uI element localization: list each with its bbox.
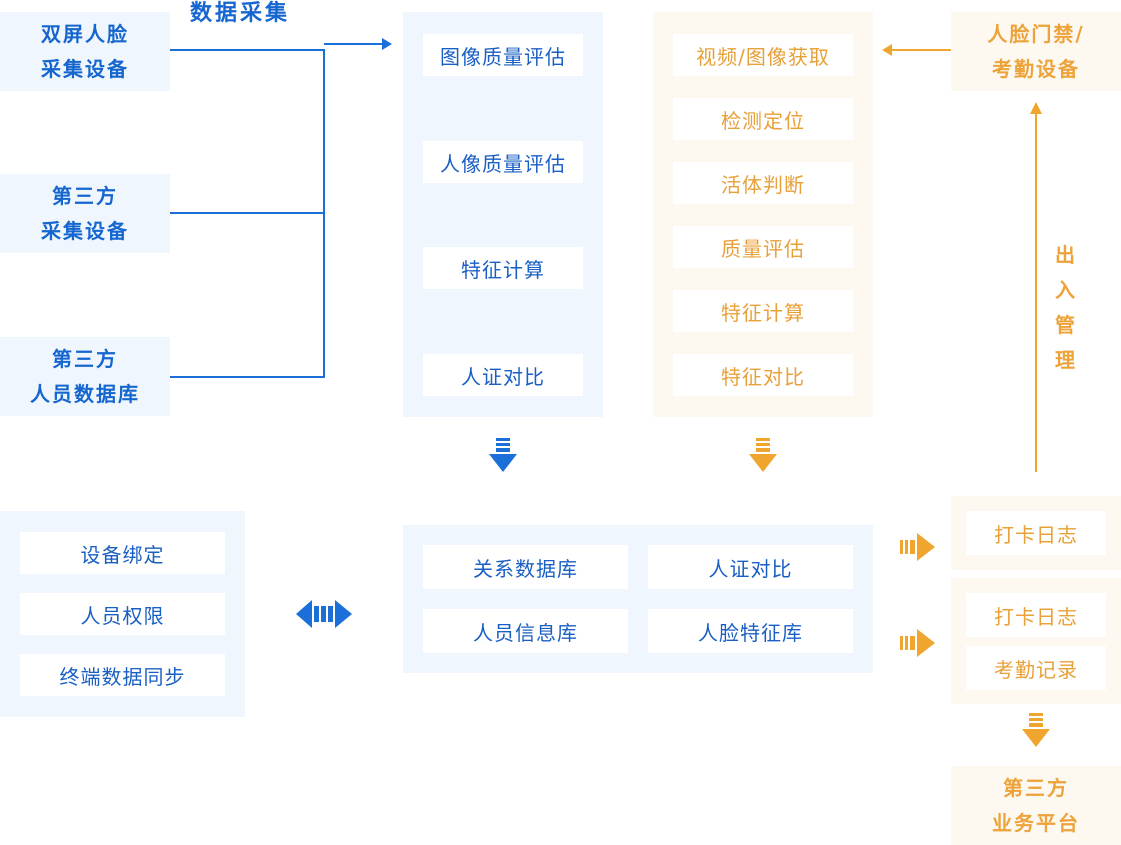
right-arrow-icon bbox=[900, 629, 935, 657]
access-mgmt-label: 出 入 管 理 bbox=[1053, 238, 1077, 378]
device-mgmt-item: 终端数据同步 bbox=[20, 654, 225, 696]
platform-line1: 第三方 bbox=[1003, 775, 1069, 800]
arrow-head-to-process bbox=[382, 38, 392, 50]
terminal-item: 活体判断 bbox=[673, 162, 853, 204]
third-party-platform: 第三方 业务平台 bbox=[951, 766, 1121, 845]
source-line1: 第三方 bbox=[52, 346, 118, 371]
access-mgmt-char: 管 bbox=[1055, 313, 1075, 337]
access-device-line1: 人脸门禁/ bbox=[987, 21, 1085, 46]
log-box: 打卡日志 bbox=[951, 496, 1121, 570]
arrow-head-to-terminal bbox=[882, 44, 892, 56]
record-box: 打卡日志 考勤记录 bbox=[951, 578, 1121, 704]
terminal-item: 特征对比 bbox=[673, 354, 853, 396]
access-mgmt-char: 入 bbox=[1055, 278, 1075, 302]
record-item: 考勤记录 bbox=[966, 646, 1106, 690]
right-arrow-icon bbox=[900, 533, 935, 561]
down-arrow-orange-icon bbox=[749, 438, 777, 472]
down-arrow-orange-icon bbox=[1022, 713, 1050, 747]
access-device-line2: 考勤设备 bbox=[992, 56, 1080, 81]
terminal-item: 检测定位 bbox=[673, 98, 853, 140]
record-item: 打卡日志 bbox=[966, 593, 1106, 637]
source-line1: 双屏人脸 bbox=[41, 21, 129, 46]
arrow-head-to-access bbox=[1030, 102, 1042, 114]
process-item: 人像质量评估 bbox=[423, 141, 583, 183]
access-mgmt-char: 理 bbox=[1055, 348, 1075, 372]
platform-line2: 业务平台 bbox=[992, 810, 1080, 835]
terminal-item: 质量评估 bbox=[673, 226, 853, 268]
terminal-item: 视频/图像获取 bbox=[673, 34, 853, 76]
database-item: 关系数据库 bbox=[423, 545, 628, 589]
device-mgmt-item: 人员权限 bbox=[20, 593, 225, 635]
source-line2: 人员数据库 bbox=[30, 381, 140, 406]
access-device: 人脸门禁/ 考勤设备 bbox=[951, 12, 1121, 91]
double-arrow-icon bbox=[296, 600, 352, 628]
source-line1: 第三方 bbox=[52, 183, 118, 208]
log-item: 打卡日志 bbox=[966, 511, 1106, 555]
process-panel: 图像质量评估 人像质量评估 特征计算 人证对比 bbox=[403, 12, 603, 417]
access-mgmt-char: 出 bbox=[1055, 243, 1075, 267]
source-dual-screen: 双屏人脸 采集设备 bbox=[0, 12, 170, 91]
source-third-party-db: 第三方 人员数据库 bbox=[0, 337, 170, 416]
process-item: 特征计算 bbox=[423, 247, 583, 289]
source-line2: 采集设备 bbox=[41, 56, 129, 81]
process-item: 图像质量评估 bbox=[423, 34, 583, 76]
terminal-item: 特征计算 bbox=[673, 290, 853, 332]
terminal-panel: 视频/图像获取 检测定位 活体判断 质量评估 特征计算 特征对比 bbox=[653, 12, 873, 417]
device-mgmt-item: 设备绑定 bbox=[20, 532, 225, 574]
database-item: 人脸特征库 bbox=[648, 609, 853, 653]
database-panel: 关系数据库 人证对比 人员信息库 人脸特征库 bbox=[403, 525, 873, 673]
down-arrow-blue-icon bbox=[489, 438, 517, 472]
device-mgmt-panel: 设备绑定 人员权限 终端数据同步 bbox=[0, 511, 245, 717]
collect-label: 数据采集 bbox=[190, 1, 291, 26]
source-line2: 采集设备 bbox=[41, 218, 129, 243]
database-item: 人员信息库 bbox=[423, 609, 628, 653]
source-third-party-device: 第三方 采集设备 bbox=[0, 174, 170, 253]
process-item: 人证对比 bbox=[423, 354, 583, 396]
database-item: 人证对比 bbox=[648, 545, 853, 589]
